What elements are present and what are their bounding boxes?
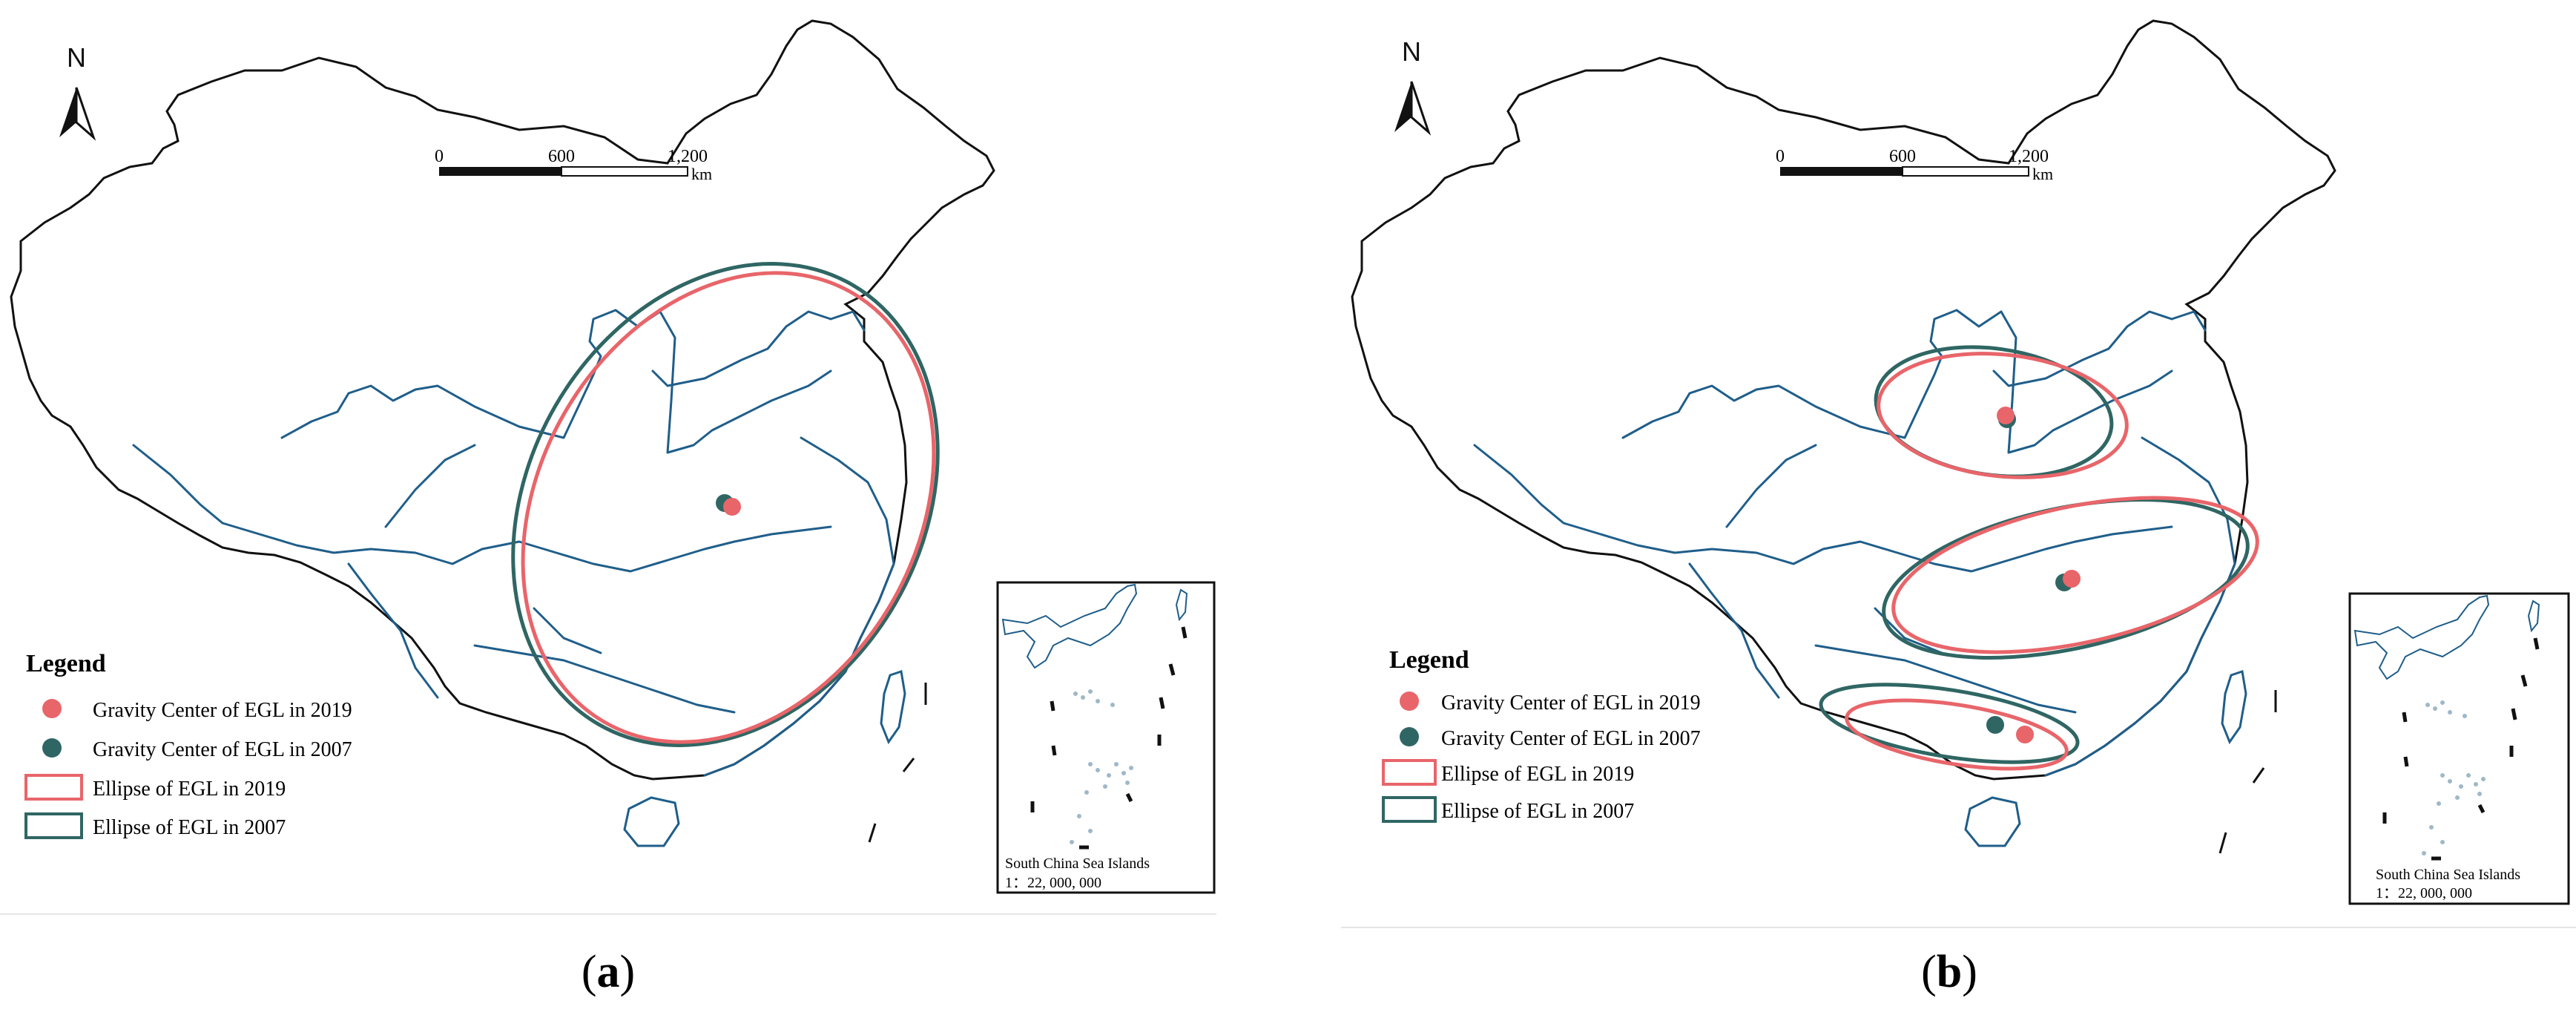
legend-label-ellipse-2007: Ellipse of EGL in 2007 — [93, 816, 286, 839]
inset-scale: 1：22, 000, 000 — [2376, 885, 2472, 901]
gravity-center-middle-2019 — [2063, 570, 2081, 588]
legend-box-2007 — [24, 812, 83, 839]
scale-tick-1200: 1,200 — [2009, 147, 2049, 166]
scale-tick-0: 0 — [1776, 147, 1785, 166]
legend-label-center-2019: Gravity Center of EGL in 2019 — [93, 699, 352, 722]
gravity-center-south-2019 — [2016, 726, 2034, 743]
border-dash-marks — [2218, 690, 2277, 854]
hainan-island — [1964, 796, 2021, 847]
hainan-island — [623, 796, 680, 847]
legend-dot-2019 — [1400, 692, 1419, 711]
legend-label-center-2007: Gravity Center of EGL in 2007 — [93, 738, 352, 761]
legend-label-ellipse-2019: Ellipse of EGL in 2019 — [1441, 763, 1634, 786]
scale-tick-0: 0 — [435, 147, 444, 166]
gravity-center-north-2019 — [1997, 407, 2015, 424]
panel-caption-b: (b) — [1921, 947, 1977, 997]
gravity-center-2019 — [723, 498, 741, 516]
legend: Legend Gravity Center of EGL in 2019 Gra… — [24, 650, 352, 839]
legend-title: Legend — [1389, 646, 1469, 674]
china-outline — [1351, 19, 2336, 781]
legend-label-center-2019: Gravity Center of EGL in 2019 — [1441, 692, 1701, 715]
scale-tick-600: 600 — [548, 147, 575, 166]
north-label: N — [67, 42, 86, 73]
ellipse-middle-2019 — [1891, 496, 2259, 654]
scale-bar: 0 600 1,200 km — [435, 147, 712, 183]
legend-dot-2007 — [1400, 727, 1419, 746]
scale-unit: km — [691, 165, 712, 183]
scale-tick-1200: 1,200 — [668, 147, 708, 166]
legend-box-2007 — [1382, 796, 1437, 823]
ellipse-north-2019 — [1877, 352, 2129, 479]
legend-box-2019 — [1382, 759, 1437, 786]
ellipse-south-2007 — [1819, 683, 2080, 764]
north-arrow-icon: N — [1394, 36, 1432, 136]
inset-title: South China Sea Islands — [2376, 867, 2520, 883]
ellipse-south-2019 — [1845, 698, 2069, 771]
scale-bar: 0 600 1,200 km — [1776, 147, 2053, 183]
scale-tick-600: 600 — [1889, 147, 1916, 166]
north-arrow-icon: N — [59, 42, 96, 141]
legend-label-center-2007: Gravity Center of EGL in 2007 — [1441, 727, 1701, 750]
scale-unit: km — [2032, 165, 2053, 183]
gravity-center-south-2007 — [1986, 716, 2004, 734]
legend-title: Legend — [26, 650, 106, 677]
taiwan-island — [2221, 670, 2247, 743]
map-panel-a: N 0 600 1,200 km Legend Gravity Center o… — [0, 19, 1216, 997]
ellipse-2019 — [521, 271, 936, 744]
taiwan-island — [880, 670, 906, 743]
inset-scale: 1：22, 000, 000 — [1005, 875, 1101, 891]
legend-label-ellipse-2019: Ellipse of EGL in 2019 — [93, 778, 286, 801]
map-panel-b: N 0 600 1,200 km — [1341, 19, 2576, 997]
border-dash-marks — [868, 683, 927, 843]
south-china-sea-inset: South China Sea Islands 1：22, 000, 000 — [2348, 592, 2570, 905]
ellipse-2007 — [511, 262, 940, 747]
south-china-sea-inset: South China Sea Islands 1：22, 000, 000 — [996, 581, 1216, 894]
legend-dot-2007 — [42, 738, 62, 758]
legend-box-2019 — [24, 774, 83, 801]
panel-caption-a: (a) — [582, 947, 635, 997]
inset-title: South China Sea Islands — [1005, 855, 1150, 872]
legend-label-ellipse-2007: Ellipse of EGL in 2007 — [1441, 800, 1634, 823]
legend: Legend Gravity Center of EGL in 2019 Gra… — [1382, 646, 1701, 823]
legend-dot-2019 — [42, 699, 62, 718]
north-label: N — [1402, 36, 1421, 67]
